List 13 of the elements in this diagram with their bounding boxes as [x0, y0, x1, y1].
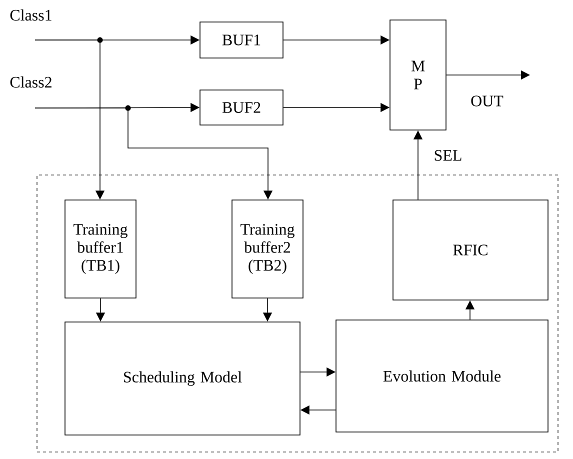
- process-box: Training buffer1 (TB1): [64, 200, 136, 298]
- text-label: Class1: [10, 9, 52, 21]
- edge-label: SEL: [432, 149, 464, 162]
- process-box: Evolution Module: [336, 320, 548, 432]
- process-box: RFIC: [392, 200, 548, 300]
- process-box: Scheduling Model: [64, 322, 300, 436]
- multiplexer-box: M P: [390, 20, 446, 130]
- text-label: Class2: [10, 76, 52, 88]
- process-box: Training buffer2 (TB2): [232, 200, 304, 298]
- process-box: BUF1: [200, 22, 284, 58]
- process-box: BUF2: [200, 90, 284, 126]
- dashed-boundary: [36, 174, 558, 452]
- text-label: OUT: [471, 96, 504, 106]
